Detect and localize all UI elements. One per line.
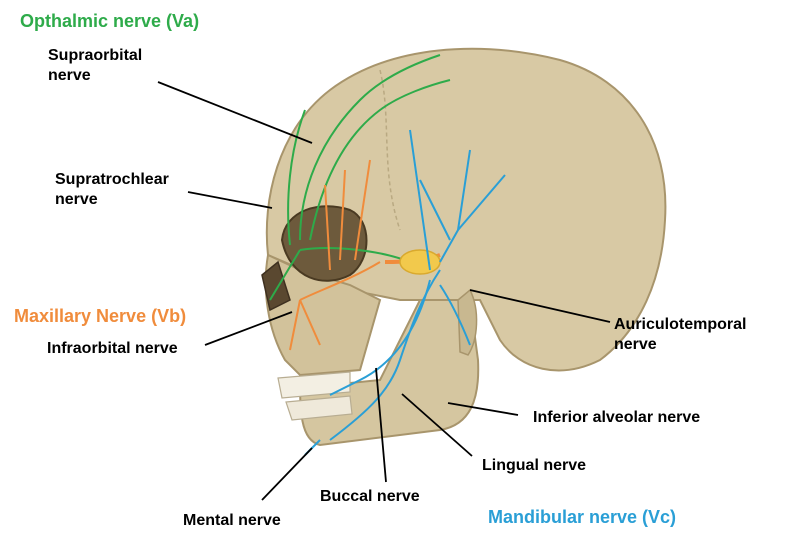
leader-inferior-alveolar	[447, 402, 519, 416]
supraorbital-label-line2: nerve	[48, 67, 91, 84]
auriculotemporal-label-line1: Auriculotemporal	[614, 316, 747, 333]
leader-mental	[261, 447, 313, 501]
cranium	[265, 47, 667, 372]
coronal-suture	[379, 69, 401, 231]
inferior-alveolar-label: Inferior alveolar nerve	[533, 409, 701, 426]
lingual-label: Lingual nerve	[482, 457, 587, 474]
leader-lines	[157, 81, 611, 501]
supratrochlear-label: Supratrochlear nerve	[55, 170, 169, 210]
buccal-label: Buccal nerve	[320, 488, 420, 505]
leader-lingual	[401, 393, 473, 457]
supratrochlear-label-line1: Supratrochlear	[55, 171, 169, 188]
mandibular-group-label: Mandibular nerve (Vc)	[488, 507, 677, 527]
supraorbital-label-line1: Supraorbital	[48, 47, 143, 64]
infraorbital-label: Infraorbital nerve	[47, 340, 178, 357]
leader-supraorbital	[157, 81, 313, 144]
leader-auriculotemporal	[469, 289, 611, 323]
auriculotemporal-label: Auriculotemporal nerve	[614, 315, 746, 355]
maxillary-group-label: Maxillary Nerve (Vb)	[14, 306, 187, 326]
supraorbital-label: Supraorbital nerve	[48, 46, 142, 86]
supratrochlear-label-line2: nerve	[55, 191, 98, 208]
trigeminal-ganglion	[399, 249, 441, 275]
auriculotemporal-label-line2: nerve	[614, 336, 657, 353]
mental-label: Mental nerve	[183, 512, 281, 529]
mastoid-process	[457, 288, 478, 356]
orbit	[280, 205, 368, 282]
mandibular-nerve-branches	[304, 129, 506, 456]
leader-supratrochlear	[187, 191, 273, 209]
nasal-cavity	[261, 260, 291, 312]
lower-teeth	[285, 395, 353, 421]
ophthalmic-nerve-branches	[269, 54, 451, 301]
ophthalmic-group-label: Opthalmic nerve (Va)	[20, 11, 200, 31]
leader-buccal	[375, 367, 387, 483]
upper-teeth	[277, 371, 351, 399]
leader-infraorbital	[204, 311, 293, 346]
